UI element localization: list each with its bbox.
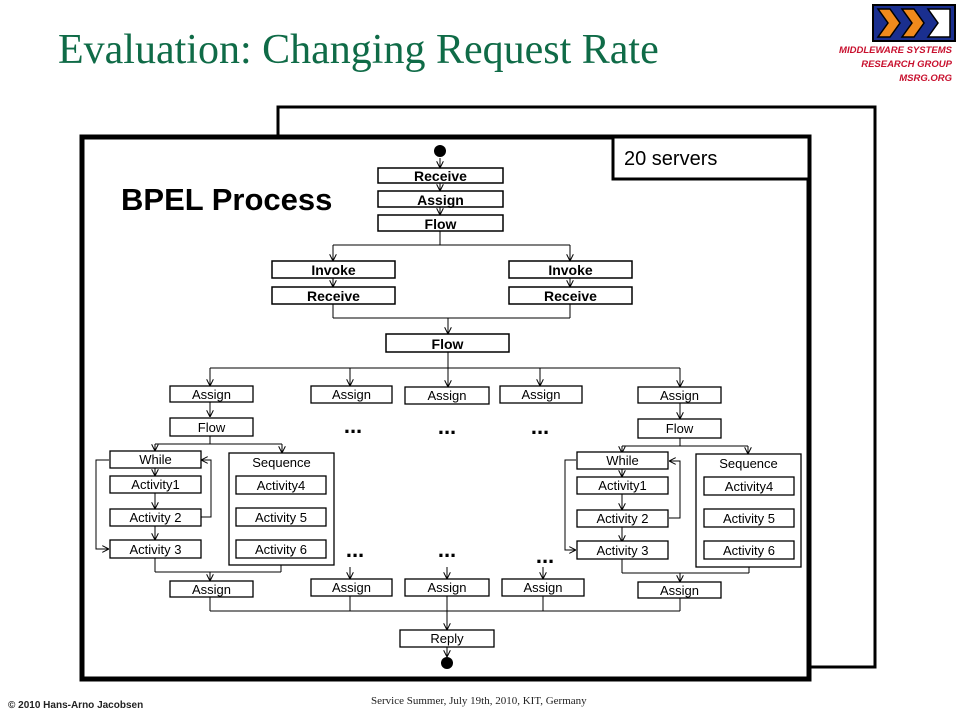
left-activity-4: Activity4	[257, 478, 305, 493]
left-activity-3: Activity 3	[129, 542, 181, 557]
research-group-label: MIDDLEWARE SYSTEMS RESEARCH GROUP MSRG.O…	[839, 44, 952, 86]
right-flow: Flow	[666, 421, 694, 436]
left-receive: Receive	[271, 286, 396, 305]
lower-assign-2: Assign	[332, 580, 371, 595]
right-activity-2: Activity 2	[596, 511, 648, 526]
lower-assign-4: Assign	[523, 580, 562, 595]
left-activity-6: Activity 6	[255, 542, 307, 557]
right-invoke-label: Invoke	[548, 262, 593, 278]
top-receive-label: Receive	[414, 168, 467, 184]
right-activity-1: Activity1	[598, 478, 646, 493]
right-receive: Receive	[508, 286, 633, 305]
left-activity-1: Activity1	[131, 477, 179, 492]
msrg-logo-icon	[872, 4, 956, 42]
ellipsis-upper-2: ...	[438, 414, 456, 439]
ellipsis-lower-1: ...	[346, 537, 364, 562]
group-line-1: MIDDLEWARE SYSTEMS	[839, 45, 952, 56]
upper-assign-2: Assign	[332, 387, 371, 402]
group-line-2: RESEARCH GROUP	[861, 59, 952, 70]
left-activity-5: Activity 5	[255, 510, 307, 525]
ellipsis-lower-3: ...	[536, 543, 554, 568]
top-flow-label: Flow	[425, 216, 457, 232]
ellipsis-lower-2: ...	[438, 537, 456, 562]
left-activity-2: Activity 2	[129, 510, 181, 525]
lower-assign-3: Assign	[427, 580, 466, 595]
left-flow: Flow	[198, 420, 226, 435]
ellipsis-upper-1: ...	[344, 413, 362, 438]
end-node-icon	[441, 657, 453, 669]
right-activity-5: Activity 5	[723, 511, 775, 526]
servers-label-box	[611, 135, 811, 181]
left-receive-label: Receive	[307, 288, 360, 304]
left-sequence: Sequence	[252, 455, 311, 470]
left-invoke-label: Invoke	[311, 262, 356, 278]
upper-assign-4: Assign	[521, 387, 560, 402]
right-while: While	[606, 453, 639, 468]
upper-assign-1: Assign	[192, 387, 231, 402]
upper-assign-3: Assign	[427, 388, 466, 403]
right-receive-label: Receive	[544, 288, 597, 304]
top-assign-label: Assign	[417, 192, 464, 208]
middle-flow-label: Flow	[432, 336, 464, 352]
copyright: © 2010 Hans-Arno Jacobsen	[8, 700, 144, 711]
left-while: While	[139, 452, 172, 467]
lower-assign-5: Assign	[660, 583, 699, 598]
footer-text: Service Summer, July 19th, 2010, KIT, Ge…	[371, 695, 587, 707]
lower-assign-1: Assign	[192, 582, 231, 597]
servers-label: 20 servers	[624, 148, 717, 170]
reply-label: Reply	[430, 631, 464, 646]
left-invoke: Invoke	[271, 260, 396, 279]
group-line-3: MSRG.ORG	[899, 73, 952, 84]
right-activity-4: Activity4	[725, 479, 773, 494]
reply-box: Reply	[399, 629, 495, 648]
start-node-icon	[434, 145, 446, 157]
middle-flow: Flow	[385, 333, 510, 353]
slide-title: Evaluation: Changing Request Rate	[58, 27, 659, 73]
right-invoke: Invoke	[508, 260, 633, 279]
upper-assign-5: Assign	[660, 388, 699, 403]
right-sequence: Sequence	[719, 456, 778, 471]
right-activity-3: Activity 3	[596, 543, 648, 558]
right-activity-6: Activity 6	[723, 543, 775, 558]
ellipsis-upper-3: ...	[531, 414, 549, 439]
top-assign: Assign	[377, 190, 504, 208]
top-flow: Flow	[377, 214, 504, 232]
top-receive: Receive	[377, 167, 504, 184]
bpel-heading: BPEL Process	[121, 182, 332, 217]
